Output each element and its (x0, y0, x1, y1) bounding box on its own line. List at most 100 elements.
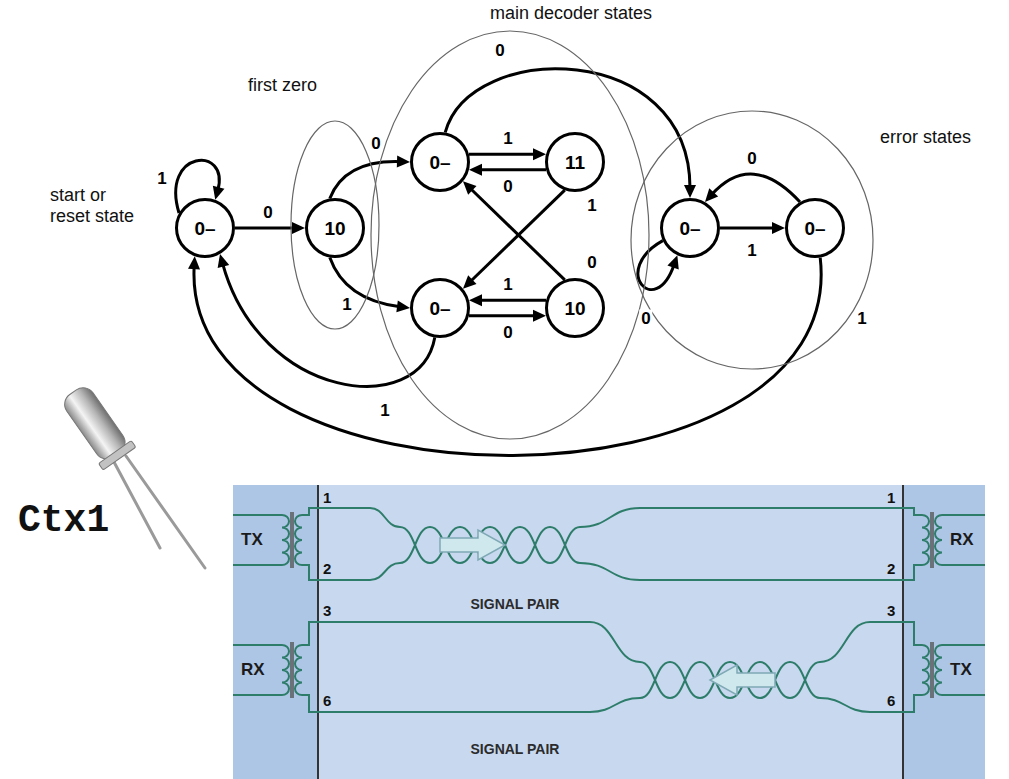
signal-label: SIGNAL PAIR (471, 597, 560, 611)
region-label: main decoder states (490, 4, 652, 24)
transition-label: 0 (501, 178, 514, 195)
connector-divider (318, 485, 903, 779)
transition-label: 0 (501, 324, 514, 341)
region-outline (370, 30, 650, 440)
arrowhead (292, 222, 305, 234)
arrowhead (397, 156, 410, 168)
transition-arrow (469, 294, 546, 306)
pin-number: 2 (887, 561, 895, 576)
crystal-base (99, 441, 136, 470)
pin-number: 2 (323, 561, 331, 576)
region-outline (631, 111, 873, 369)
arrowhead (188, 256, 200, 269)
arrowhead (533, 310, 546, 322)
transition-arrow (463, 181, 565, 280)
transition-arrow (469, 148, 546, 160)
transformer-core (291, 512, 933, 698)
transition-line (330, 162, 400, 199)
transition-label: 0 (369, 135, 382, 152)
state-circle: 0– (410, 132, 470, 192)
transition-line (445, 69, 690, 188)
part-name: Ctx1 (18, 502, 109, 540)
arrowhead (213, 186, 225, 200)
arrowhead (705, 188, 718, 202)
state-circle: 0– (410, 278, 470, 338)
state-label: 0– (429, 299, 450, 318)
region-outline (371, 31, 649, 439)
state-circle: 0– (660, 198, 720, 258)
transformer-wire (233, 508, 985, 712)
pin-number: 6 (887, 693, 895, 708)
transition-label: 0 (585, 254, 598, 271)
transition-arrow (235, 222, 305, 234)
transition-label: 1 (585, 197, 598, 214)
arrowhead (218, 254, 230, 268)
state-label: 0– (679, 219, 700, 238)
state-outline (307, 200, 364, 257)
arrowhead (463, 181, 477, 194)
port-name: TX (241, 531, 263, 548)
state-circle: 10 (305, 198, 365, 258)
signal-label: SIGNAL PAIR (471, 742, 560, 756)
pin-number: 6 (323, 693, 331, 708)
transition-line (479, 168, 546, 171)
arrowhead (667, 255, 678, 269)
transition-label: 1 (501, 130, 514, 147)
transformer-coil (282, 515, 942, 695)
transition-arrow (469, 164, 546, 176)
state-outline (547, 134, 604, 191)
transition-label: 0 (261, 204, 274, 221)
transition-arrow (469, 310, 546, 322)
port-name: TX (950, 661, 972, 678)
end-panel (233, 485, 318, 779)
transition-arrow (705, 174, 800, 202)
twisted-pair-wire (318, 508, 903, 712)
state-label: 0– (194, 219, 215, 238)
state-label: 10 (564, 299, 585, 318)
state-circle: 0– (175, 198, 235, 258)
transition-line (223, 264, 435, 387)
transition-line (720, 227, 775, 230)
transition-arrow (218, 254, 435, 386)
arrowhead (684, 185, 696, 198)
transition-line (712, 174, 800, 202)
state-outline (177, 200, 234, 257)
arrowhead (772, 222, 785, 234)
transition-line (479, 299, 546, 302)
arrowhead (469, 294, 482, 306)
port-name: RX (950, 531, 974, 548)
region-outline (291, 121, 379, 329)
state-label: 11 (565, 153, 585, 172)
state-outline (412, 134, 469, 191)
signal-arrow (710, 665, 775, 695)
end-panel (903, 485, 985, 779)
state-circle: 10 (545, 278, 605, 338)
transition-arrow (720, 222, 785, 234)
state-outline (787, 200, 844, 257)
port-name: RX (241, 661, 265, 678)
transition-label: 1 (340, 296, 353, 313)
state-label: 10 (324, 219, 345, 238)
region-label: first zero (248, 76, 317, 96)
pin-number: 1 (887, 490, 895, 505)
signal-arrow (440, 530, 505, 560)
transition-label: 1 (855, 310, 868, 327)
state-circle: 11 (545, 132, 605, 192)
transition-arrow (188, 256, 821, 455)
transition-arrow (445, 69, 696, 198)
arrowhead (396, 300, 410, 312)
state-outline (662, 200, 719, 257)
arrowhead (463, 275, 477, 288)
state-label: 0– (429, 153, 450, 172)
transition-arrow (463, 190, 565, 289)
arrowhead (469, 164, 482, 176)
state-label: 0– (804, 219, 825, 238)
crystal-lead (114, 456, 205, 568)
pin-number: 1 (323, 490, 331, 505)
state-caption: start or reset state (50, 185, 135, 226)
pin-number: 3 (323, 603, 331, 618)
state-outline (547, 280, 604, 337)
transition-line (194, 258, 821, 456)
ethernet-panel (233, 485, 985, 779)
